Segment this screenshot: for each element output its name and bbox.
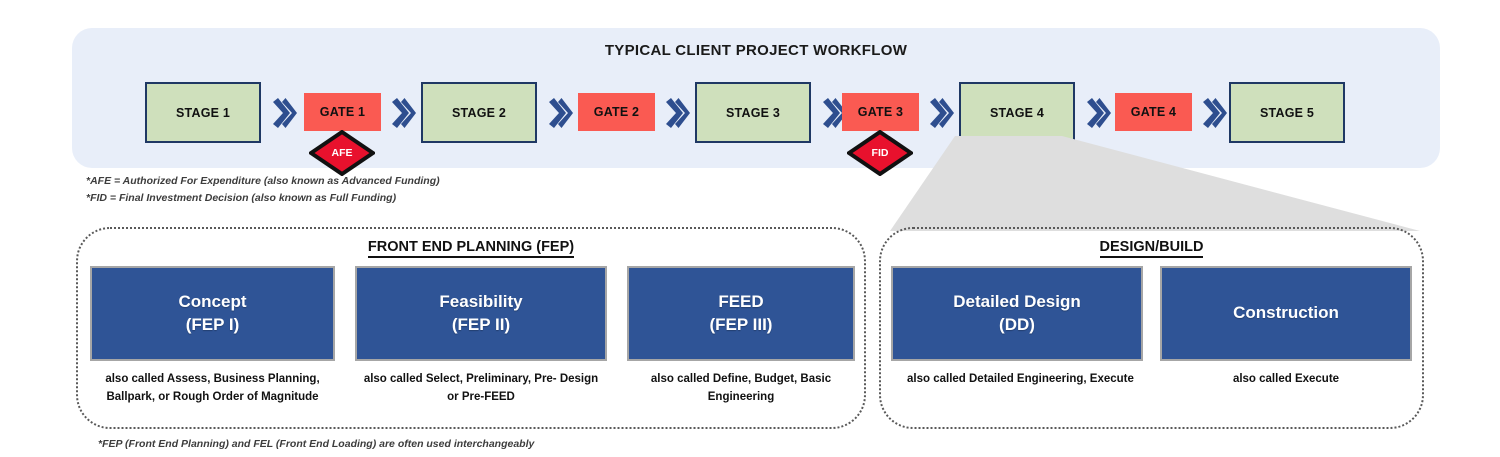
afe-diamond-label: AFE (331, 147, 353, 159)
gate-box-3[interactable]: GATE 3 (842, 93, 919, 131)
group-title-designbuild-text: DESIGN/BUILD (1099, 239, 1204, 258)
fid-diamond: FID (847, 130, 913, 176)
phase-card-detailed-design: Detailed Design (DD) also called Detaile… (891, 266, 1143, 389)
phase-head-concept[interactable]: Concept (FEP I) (90, 266, 335, 361)
phase-name-feed: FEED (718, 291, 764, 311)
chevron-right-icon-7 (1085, 98, 1111, 128)
phase-head-detailed-design[interactable]: Detailed Design (DD) (891, 266, 1143, 361)
phase-alias-detailed-design: also called Detailed Engineering, Execut… (907, 373, 1134, 385)
gate-box-1[interactable]: GATE 1 (304, 93, 381, 131)
footnote-fep: *FEP (Front End Planning) and FEL (Front… (98, 438, 535, 450)
phase-code-feed: (FEP III) (709, 314, 773, 334)
phase-card-concept: Concept (FEP I) also called Assess, Busi… (90, 266, 335, 407)
stage-box-1[interactable]: STAGE 1 (145, 82, 261, 143)
stage-box-5[interactable]: STAGE 5 (1229, 82, 1345, 143)
chevron-right-icon-2 (390, 98, 416, 128)
stage-box-4[interactable]: STAGE 4 (959, 82, 1075, 143)
chevron-right-icon-4 (664, 98, 690, 128)
phase-name-construction: Construction (1233, 303, 1339, 323)
chevron-right-icon-3 (547, 98, 573, 128)
phase-head-construction[interactable]: Construction (1160, 266, 1412, 361)
phase-code-concept: (FEP I) (185, 314, 240, 334)
footnote-fid: *FID = Final Investment Decision (also k… (86, 192, 397, 204)
page-title: TYPICAL CLIENT PROJECT WORKFLOW (604, 42, 908, 59)
footnote-afe: *AFE = Authorized For Expenditure (also … (86, 175, 440, 187)
phase-card-feed: FEED (FEP III) also called Define, Budge… (627, 266, 855, 407)
chevron-right-icon-6 (928, 98, 954, 128)
phase-name-detailed-design: Detailed Design (953, 291, 1081, 311)
gate-box-2[interactable]: GATE 2 (578, 93, 655, 131)
phase-head-feasibility[interactable]: Feasibility (FEP II) (355, 266, 607, 361)
stage-box-2[interactable]: STAGE 2 (421, 82, 537, 143)
group-box-designbuild: DESIGN/BUILD (879, 227, 1424, 429)
phase-alias-construction: also called Execute (1232, 373, 1340, 385)
group-title-designbuild: DESIGN/BUILD (881, 239, 1422, 258)
phase-name-feasibility: Feasibility (439, 291, 523, 311)
phase-code-feasibility: (FEP II) (451, 314, 511, 334)
phase-name-concept: Concept (178, 291, 247, 311)
phase-code-detailed-design: (DD) (999, 314, 1035, 334)
phase-card-construction: Construction also called Execute (1160, 266, 1412, 389)
workflow-steps: STAGE 1 GATE 1 AFE STAGE 2 GATE 2 STAGE … (72, 80, 1440, 176)
chevron-right-icon-8 (1201, 98, 1227, 128)
chevron-right-icon-5 (821, 98, 847, 128)
afe-diamond: AFE (309, 130, 375, 176)
phase-alias-feasibility: also called Select, Preliminary, Pre- De… (363, 373, 599, 403)
group-title-fep: FRONT END PLANNING (FEP) (78, 239, 864, 258)
fid-diamond-label: FID (871, 147, 889, 159)
stage-box-3[interactable]: STAGE 3 (695, 82, 811, 143)
gate-box-4[interactable]: GATE 4 (1115, 93, 1192, 131)
chevron-right-icon-1 (271, 98, 297, 128)
phase-card-feasibility: Feasibility (FEP II) also called Select,… (355, 266, 607, 407)
phase-alias-concept: also called Assess, Business Planning, B… (105, 373, 320, 403)
group-title-fep-text: FRONT END PLANNING (FEP) (367, 239, 575, 258)
phase-head-feed[interactable]: FEED (FEP III) (627, 266, 855, 361)
phase-alias-feed: also called Define, Budget, Basic Engine… (650, 373, 832, 403)
group-box-fep: FRONT END PLANNING (FEP) (76, 227, 866, 429)
